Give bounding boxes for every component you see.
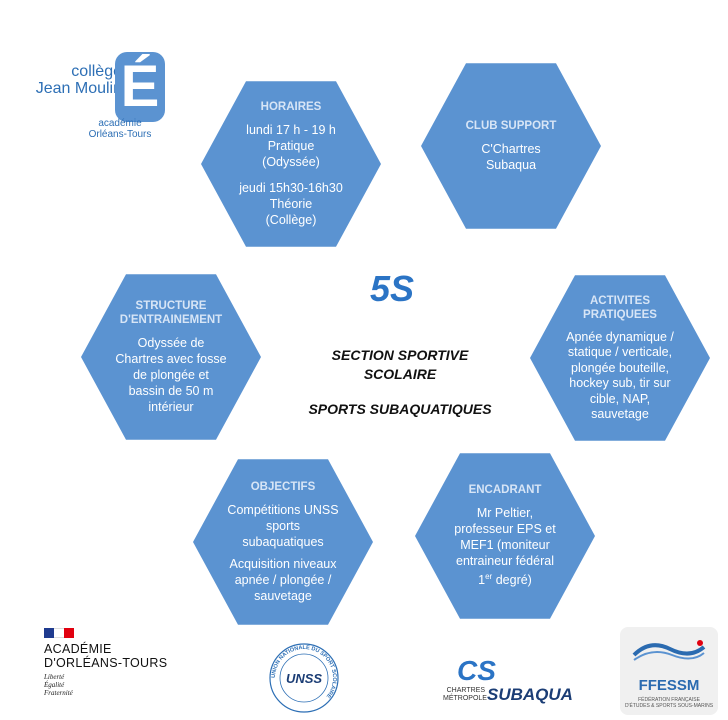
section-title-line2: SCOLAIRE — [363, 366, 437, 382]
structure-title-line2: D'ENTRAINEMENT — [119, 314, 223, 326]
objectifs-line: subaquatiques — [242, 535, 324, 549]
section-title: SECTION SPORTIVE SCOLAIRE SPORTS SUBAQUA… — [290, 346, 510, 419]
objectifs-line: apnée / plongée / — [234, 573, 332, 587]
encadrant-line: professeur EPS et — [454, 522, 556, 537]
section-title-line1: SECTION SPORTIVE — [331, 347, 469, 363]
activites-title-line1: ACTIVITES — [589, 294, 651, 307]
college-academy-line2: Orléans-Tours — [88, 129, 152, 140]
activites-line: statique / verticale, — [567, 345, 673, 359]
club-line: C'Chartres — [481, 142, 541, 156]
unss-center-text: UNSS — [286, 671, 322, 686]
hexagon-horaires: HORAIRES lundi 17 h - 19 h Pratique (Ody… — [201, 81, 381, 247]
degree-number: 1 — [478, 573, 486, 588]
activites-line: plongée bouteille, — [571, 360, 669, 375]
hexagon-encadrant: ENCADRANT Mr Peltier, professeur EPS et … — [415, 453, 595, 619]
section-code: 5S — [370, 268, 415, 309]
college-name-line2: Jean Moulin — [35, 80, 122, 97]
horaires-line: (Collège) — [265, 213, 317, 227]
college-logo: collège Jean Moulin É académie Orléans-T… — [12, 38, 182, 148]
encadrant-title: ENCADRANT — [468, 484, 542, 497]
ffessm-name: FFESSM — [638, 677, 700, 694]
ccs-small-line: MÉTROPOLE — [443, 695, 487, 702]
ccs-small-line: CHARTRES — [446, 687, 485, 694]
structure-line: bassin de 50 m — [128, 384, 214, 398]
college-e-icon: É — [115, 52, 165, 122]
objectifs-title: OBJECTIFS — [250, 481, 316, 493]
activites-line: cible, NAP, — [589, 391, 651, 406]
french-flag-icon — [44, 628, 74, 638]
ccs-big-text: SUBAQUA — [487, 685, 573, 704]
activites-title: ACTIVITES PRATIQUEES — [583, 294, 657, 322]
horaires-title: HORAIRES — [260, 101, 322, 113]
unss-logo: UNION NATIONALE DU SPORT SCOLAIRE UNSS — [269, 643, 339, 713]
hexagon-structure: STRUCTURE D'ENTRAINEMENT Odyssée de Char… — [81, 274, 261, 440]
encadrant-line: MEF1 (moniteur — [460, 538, 550, 553]
encadrant-degree: 1er degré) — [478, 569, 532, 588]
academie-motto: Liberté Égalité Fraternité — [44, 673, 194, 697]
hexagon-objectifs: OBJECTIFS Compétitions UNSS sports subaq… — [193, 459, 373, 625]
activites-line: hockey sub, tir sur — [569, 376, 671, 390]
ffessm-sub-line: D'ÉTUDES & SPORTS SOUS-MARINS — [624, 703, 714, 709]
hexagon-activites: ACTIVITES PRATIQUEES Apnée dynamique / s… — [530, 275, 710, 441]
activites-title-line2: PRATIQUEES — [583, 308, 657, 321]
motto-line: Égalité — [44, 681, 65, 689]
college-name: collège Jean Moulin — [22, 63, 122, 97]
club-line: Subaqua — [485, 158, 537, 172]
hexagon-club-support: CLUB SUPPORT C'Chartres Subaqua — [421, 63, 601, 229]
objectifs-line: Acquisition niveaux — [229, 557, 337, 571]
academie-line2: D'ORLÉANS-TOURS — [44, 656, 168, 670]
wave-icon — [632, 640, 706, 661]
horaires-line: Pratique — [267, 139, 315, 153]
academie-logo: ACADÉMIE D'ORLÉANS-TOURS Liberté Égalité… — [44, 628, 194, 708]
club-title: CLUB SUPPORT — [465, 120, 557, 132]
ffessm-sub: FÉDÉRATION FRANÇAISE D'ÉTUDES & SPORTS S… — [624, 697, 714, 709]
objectifs-line: sports — [265, 519, 301, 533]
section-subtitle: SPORTS SUBAQUATIQUES — [308, 401, 492, 417]
horaires-line: jeudi 15h30-16h30 — [239, 181, 343, 195]
ccs-small-text: CHARTRES MÉTROPOLE — [443, 687, 487, 703]
horaires-line: (Odyssée) — [262, 155, 320, 169]
encadrant-line: entraineur fédéral — [456, 554, 554, 569]
encadrant-line: Mr Peltier, — [476, 506, 534, 521]
degree-superscript: er — [485, 572, 493, 582]
college-name-line1: collège — [71, 63, 122, 80]
structure-line: de plongée et — [133, 368, 209, 382]
ffessm-sub-line: FÉDÉRATION FRANÇAISE — [638, 697, 700, 703]
motto-line: Liberté — [44, 673, 65, 681]
motto-line: Fraternité — [44, 689, 73, 697]
structure-line: intérieur — [148, 400, 194, 414]
academie-line1: ACADÉMIE — [44, 642, 112, 656]
objectifs-line: Compétitions UNSS — [227, 503, 339, 517]
degree-rest: degré) — [492, 573, 532, 588]
objectifs-line: sauvetage — [254, 589, 312, 603]
college-academy: académie Orléans-Tours — [80, 118, 160, 140]
horaires-line: Théorie — [269, 197, 313, 211]
activites-line: Apnée dynamique / — [566, 329, 674, 344]
ccs-icon: CS — [457, 655, 496, 686]
ffessm-logo: FFESSM FÉDÉRATION FRANÇAISE D'ÉTUDES & S… — [620, 627, 718, 715]
horaires-line: lundi 17 h - 19 h — [246, 123, 336, 137]
college-academy-line1: académie — [98, 118, 142, 129]
structure-title-line1: STRUCTURE — [135, 300, 207, 312]
chartres-subaqua-logo: CS CHARTRES MÉTROPOLE SUBAQUA — [443, 655, 573, 710]
activites-line: sauvetage — [591, 407, 649, 421]
structure-title: STRUCTURE D'ENTRAINEMENT — [120, 299, 222, 327]
structure-line: Chartres avec fosse — [115, 352, 227, 366]
structure-line: Odyssée de — [137, 336, 205, 350]
